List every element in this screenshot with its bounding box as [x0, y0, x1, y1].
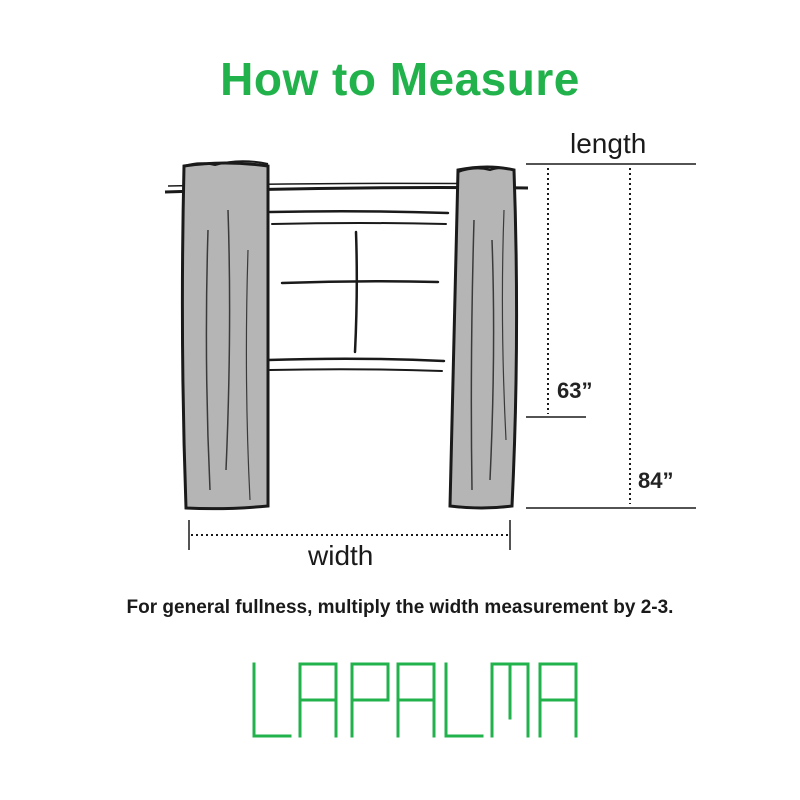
length-label: length [570, 128, 647, 159]
length-measure [526, 163, 696, 509]
page-title: How to Measure [220, 53, 580, 105]
measure-63-label: 63” [557, 378, 593, 403]
logo-lettering [252, 662, 578, 738]
measure-84-label: 84” [638, 468, 674, 493]
width-label: width [308, 540, 374, 571]
width-measure [188, 520, 511, 550]
fullness-note: For general fullness, multiply the width… [126, 597, 674, 618]
window-frame [266, 209, 450, 372]
left-curtain-panel [180, 160, 270, 511]
right-curtain-panel [448, 165, 519, 510]
